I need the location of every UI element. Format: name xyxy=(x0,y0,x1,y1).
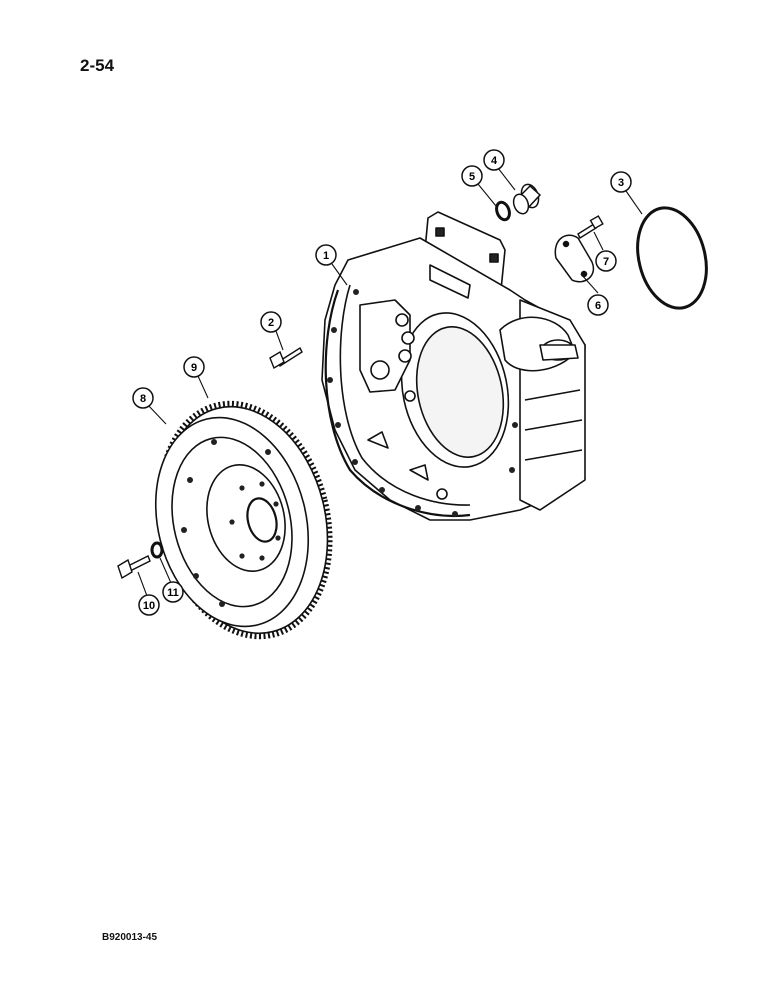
svg-text:3: 3 xyxy=(618,177,624,189)
page-number: 2-54 xyxy=(80,56,115,75)
svg-text:10: 10 xyxy=(143,600,155,612)
plug xyxy=(512,183,542,215)
callout-10: 10 xyxy=(138,594,160,616)
callout-8: 8 xyxy=(132,387,154,409)
svg-text:2: 2 xyxy=(268,317,274,329)
washer xyxy=(150,541,164,559)
callout-4: 4 xyxy=(483,149,505,171)
svg-text:6: 6 xyxy=(595,300,601,312)
svg-text:11: 11 xyxy=(167,587,179,599)
callout-9: 9 xyxy=(183,356,205,378)
svg-text:1: 1 xyxy=(323,250,329,262)
svg-text:4: 4 xyxy=(491,155,498,167)
o-ring xyxy=(636,206,708,310)
svg-text:7: 7 xyxy=(603,256,609,268)
svg-text:8: 8 xyxy=(140,393,146,405)
callout-11: 11 xyxy=(162,581,184,603)
flywheel-bolt xyxy=(117,555,151,580)
leader-lines xyxy=(137,167,643,597)
callout-3: 3 xyxy=(610,171,632,193)
cover-screw xyxy=(577,215,604,240)
svg-text:9: 9 xyxy=(191,362,197,374)
figure-code: B920013-45 xyxy=(102,932,158,943)
callout-6: 6 xyxy=(587,294,609,316)
sealing-washer xyxy=(495,200,511,222)
callout-5: 5 xyxy=(461,165,483,187)
housing-bolt xyxy=(269,346,303,370)
flywheel-housing xyxy=(321,211,586,521)
callout-7: 7 xyxy=(595,250,617,272)
callout-2: 2 xyxy=(260,311,282,333)
svg-text:5: 5 xyxy=(469,171,475,183)
flywheel xyxy=(154,400,333,640)
callout-1: 1 xyxy=(315,244,337,266)
cover-plate xyxy=(554,234,595,283)
